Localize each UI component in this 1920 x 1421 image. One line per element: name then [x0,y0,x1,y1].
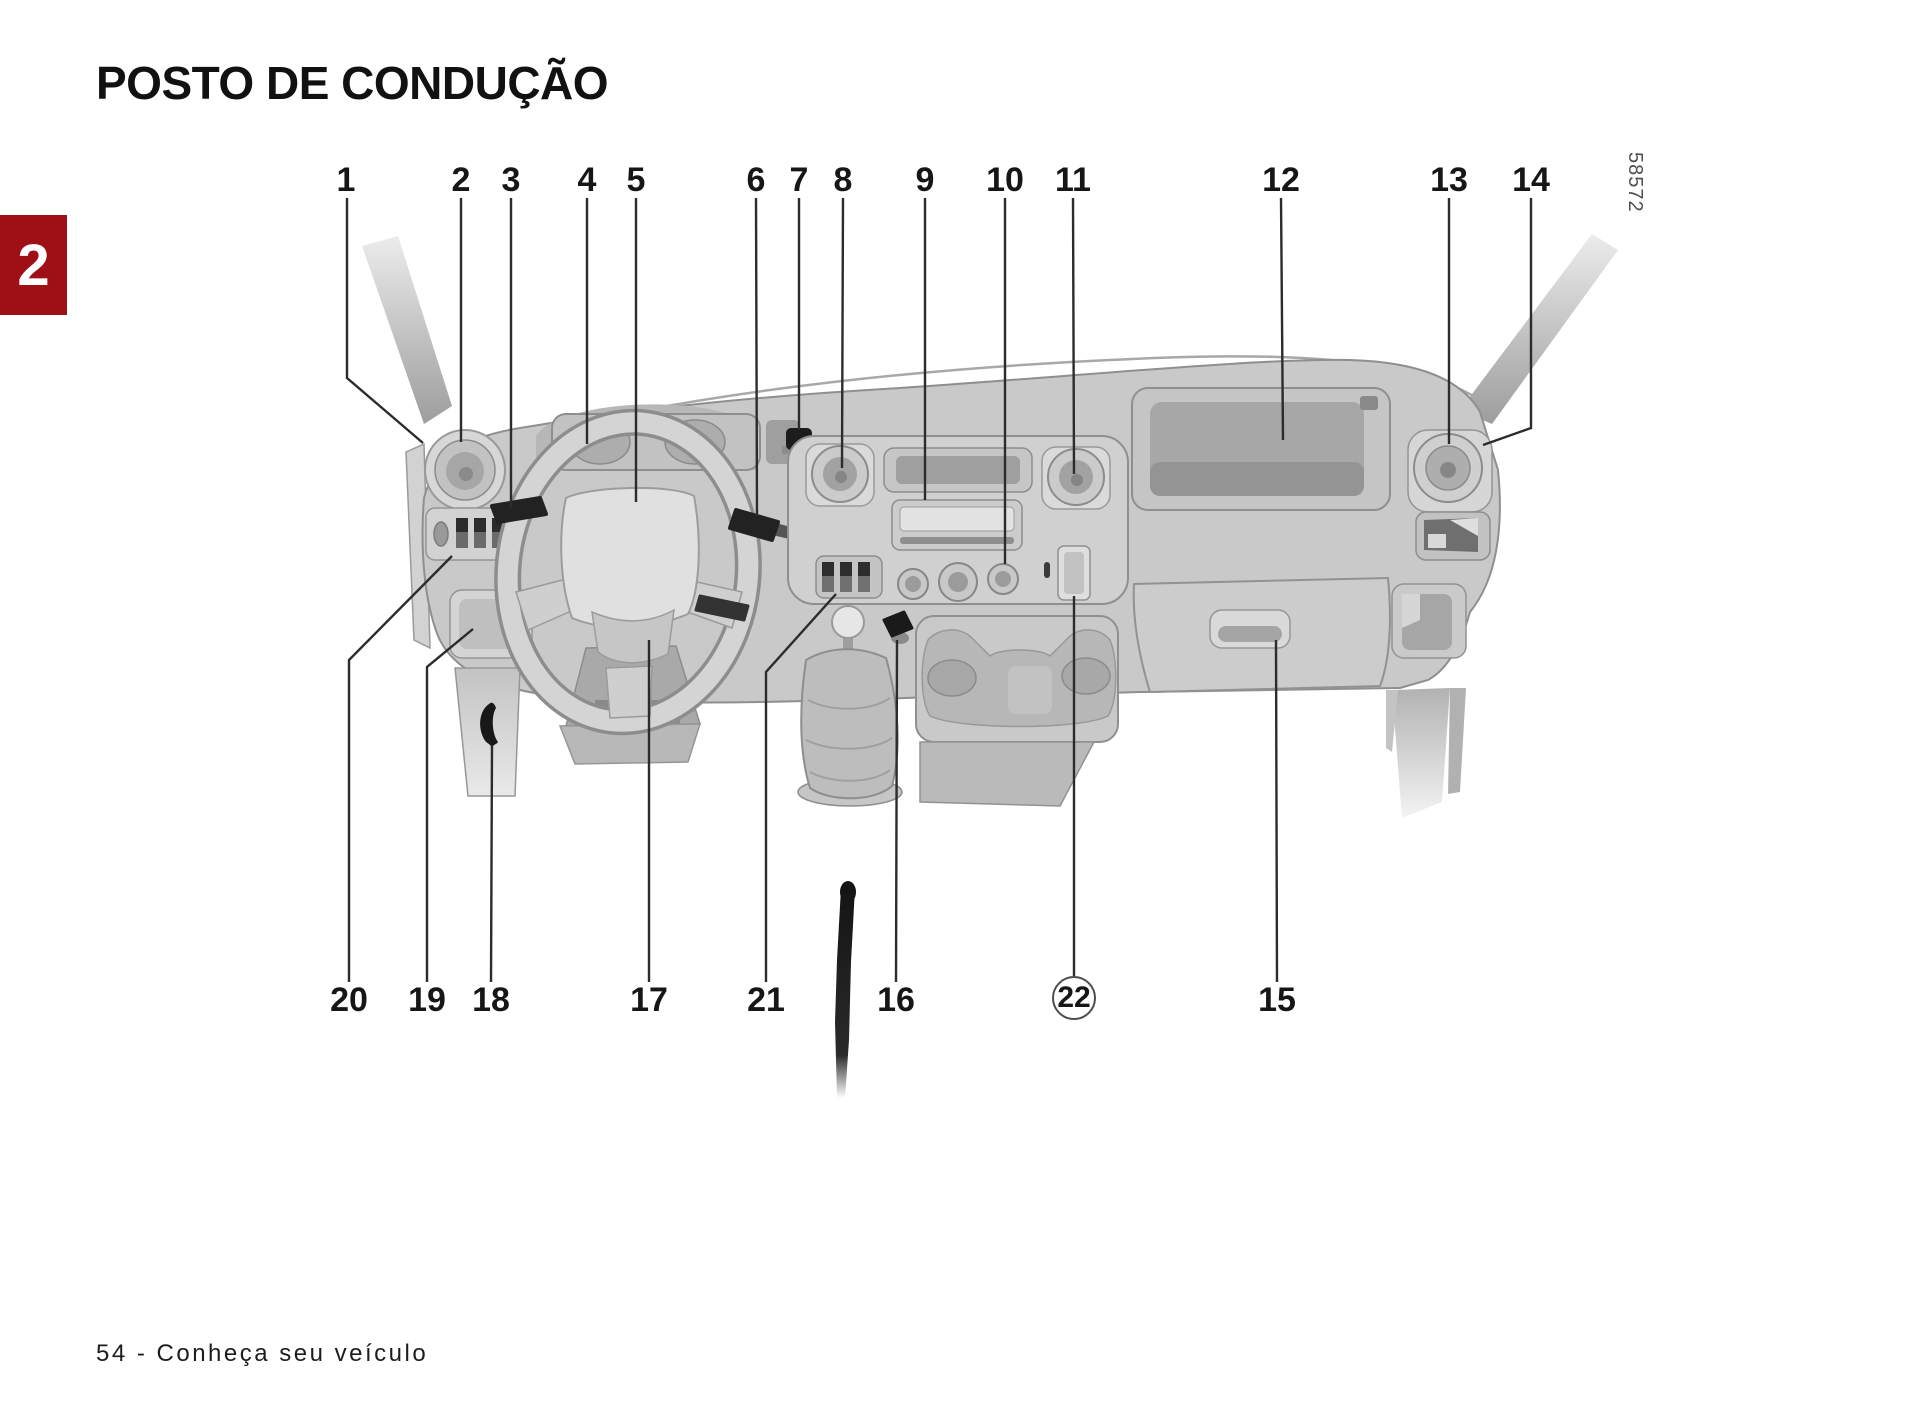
page-footer: 54 - Conheça seu veículo [96,1340,429,1367]
callout-label-15: 15 [1258,981,1296,1019]
passenger-shelf [1131,387,1391,511]
callout-label-22: 22 [1052,976,1096,1020]
chapter-number: 2 [17,232,50,298]
center-stack [787,435,1129,605]
callout-label-18: 18 [472,981,510,1019]
callout-label-9: 9 [915,161,935,199]
callout-label-19: 19 [408,981,446,1019]
callout-label-12: 12 [1262,161,1300,199]
right-air-vent [1407,429,1493,513]
callout-label-8: 8 [833,161,853,199]
airbag-pad [560,487,700,629]
callout-label-3: 3 [501,161,521,199]
callout-label-1: 1 [336,161,356,199]
callout-label-16: 16 [877,981,915,1019]
callout-label-7: 7 [789,161,809,199]
right-lower-trim [1386,688,1466,818]
ignition-key [882,610,914,644]
right-side-pocket [1391,583,1467,659]
callout-label-21: 21 [747,981,785,1019]
page-title: POSTO DE CONDUÇÃO [96,57,609,109]
callout-label-17: 17 [630,981,668,1019]
figure-reference-number: 58572 [1624,152,1646,213]
callout-leader-lines [345,197,1533,983]
steering-wheel [494,408,762,736]
release-lever [480,702,498,746]
callout-label-11: 11 [1055,161,1091,199]
cup-holder-tray [915,615,1119,807]
callout-label-14: 14 [1512,161,1550,199]
antenna [835,881,856,1098]
callout-label-5: 5 [626,161,646,199]
callout-label-4: 4 [577,161,597,199]
right-side-vent [1415,511,1491,561]
left-air-vent [424,429,506,511]
glovebox [1132,576,1391,694]
a-pillars [362,234,1618,424]
callout-label-13: 13 [1430,161,1468,199]
left-stalk [490,496,548,524]
gear-lever [797,605,903,807]
lower-stalk [694,594,750,622]
callout-label-10: 10 [986,161,1024,199]
chapter-tab: 2 [0,215,67,315]
callout-label-6: 6 [746,161,766,199]
callout-label-2: 2 [451,161,471,199]
callout-label-20: 20 [330,981,368,1019]
